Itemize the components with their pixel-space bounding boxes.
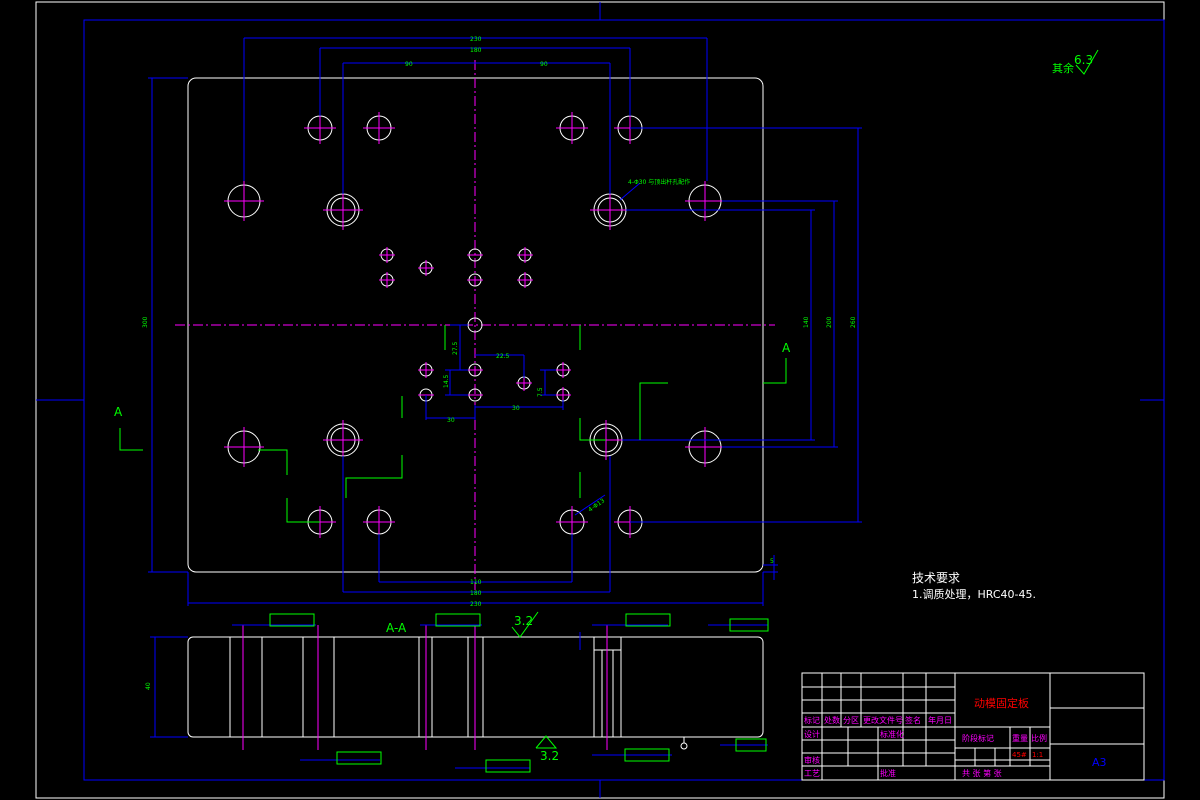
surface-finish-rest: 其余 6.3	[1052, 49, 1099, 75]
guide-holes	[224, 181, 725, 467]
process-label: 工艺	[804, 769, 820, 778]
dim-center-h3: 30	[512, 405, 520, 412]
rev-header-count: 处数	[824, 715, 840, 725]
material-value: 45#	[1012, 751, 1027, 759]
dim-top-right-half: 90	[540, 61, 548, 68]
section-view: A-A	[145, 611, 769, 773]
scale-value: 1:1	[1032, 751, 1043, 759]
title-block: 动模固定板 A3 标记 处数 分区 更改文件号 签名 年月日 设计 标准化 审核…	[801, 672, 1145, 781]
dim-bottom-2: 180	[470, 590, 482, 597]
return-pin-holes	[323, 190, 630, 460]
section-marker-right: A	[782, 341, 791, 355]
scale-label: 比例	[1031, 733, 1047, 743]
finish-rest-label: 其余	[1052, 61, 1074, 75]
technical-requirements: 技术要求 1.调质处理，HRC40-45.	[912, 571, 1036, 601]
plan-dimension-text: 230 180 90 90 110 180 230 300 140 200 26…	[142, 36, 857, 608]
dim-center-v1: 27.5	[452, 341, 459, 355]
dim-right-1: 140	[803, 316, 810, 328]
plan-view: 230 180 90 90 110 180 230 300 140 200 26…	[114, 36, 862, 608]
callout-holes: 4-Φ30 与顶出杆孔配作	[628, 178, 690, 186]
dim-center-h2: 22.5	[496, 353, 510, 360]
dim-top-total: 230	[470, 36, 482, 43]
dim-right-3: 260	[850, 316, 857, 328]
dim-bottom-1: 110	[470, 579, 482, 586]
standardize-label: 标准化	[880, 729, 904, 739]
rev-header-mark: 标记	[804, 715, 820, 725]
rev-header-change: 更改文件号	[863, 715, 903, 725]
dim-left-height: 300	[142, 316, 149, 328]
weight-label: 重量	[1012, 733, 1028, 743]
tech-item-1: 1.调质处理，HRC40-45.	[912, 588, 1036, 601]
finish-32-top: 3.2	[514, 614, 533, 628]
finish-rest-value: 6.3	[1074, 53, 1093, 67]
design-label: 设计	[804, 729, 820, 739]
sheet-size: A3	[1092, 756, 1107, 769]
stage-label: 阶段标记	[962, 733, 994, 743]
dim-top-left-half: 90	[405, 61, 413, 68]
part-name: 动模固定板	[974, 696, 1029, 710]
approve-label: 批准	[880, 768, 896, 778]
rev-header-date: 年月日	[928, 715, 952, 725]
ejector-holes	[379, 247, 571, 403]
sheet-border	[35, 1, 1165, 799]
finish-32-bottom: 3.2	[540, 749, 559, 763]
dim-center-v2: 14.5	[443, 374, 450, 388]
tech-heading: 技术要求	[912, 571, 960, 585]
dim-top-mid: 180	[470, 47, 482, 54]
review-label: 审核	[804, 755, 820, 765]
callout-pins: 4-Φ13	[587, 497, 606, 513]
rev-header-sign: 签名	[905, 715, 921, 725]
dim-right-2: 200	[826, 316, 833, 328]
section-cut-lines	[119, 325, 787, 523]
dim-corner: 5	[770, 558, 774, 565]
drawing-frame	[83, 19, 1165, 781]
rev-header-zone: 分区	[843, 716, 859, 725]
tolerance-frames	[269, 613, 769, 773]
section-label: A-A	[386, 621, 407, 635]
dim-center-v3: 7.5	[537, 387, 544, 397]
dim-thickness: 40	[145, 682, 152, 690]
dim-bottom-3: 230	[470, 601, 482, 608]
sheets-label: 共 张 第 张	[962, 768, 1002, 778]
section-marker-left: A	[114, 405, 123, 419]
dimension-lines	[148, 37, 862, 606]
dim-center-h1: 30	[447, 417, 455, 424]
